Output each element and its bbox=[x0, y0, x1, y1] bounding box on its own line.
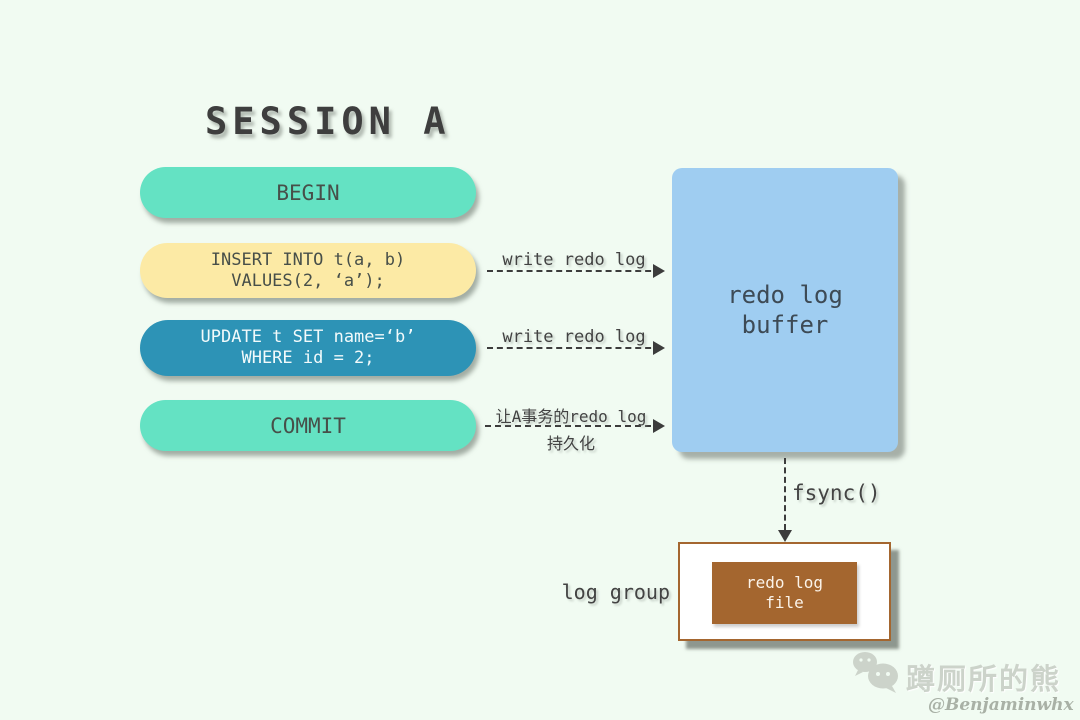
fsync-arrow-label: fsync() bbox=[792, 481, 881, 505]
redo-file-label-line2: file bbox=[765, 593, 804, 612]
commit-pill-label: COMMIT bbox=[270, 413, 346, 438]
update-arrow-label: write redo log bbox=[502, 327, 646, 347]
buffer-label-line2: buffer bbox=[741, 311, 829, 339]
commit-arrow-label-top: 让A事务的redo log bbox=[495, 407, 647, 426]
update-pill-line2: WHERE id = 2; bbox=[241, 348, 375, 368]
begin-pill: BEGIN bbox=[140, 167, 476, 218]
insert-pill: INSERT INTO t(a, b) VALUES(2, ‘a’); bbox=[140, 243, 476, 298]
arrowhead-right-icon bbox=[653, 419, 665, 433]
watermark-name: 蹲厕所的熊 bbox=[906, 662, 1062, 696]
insert-pill-line2: VALUES(2, ‘a’); bbox=[231, 270, 385, 291]
redo-file-label-line1: redo log bbox=[745, 573, 824, 592]
wechat-icon bbox=[853, 652, 898, 693]
commit-pill: COMMIT bbox=[140, 400, 476, 451]
redo-log-file-box: redo log file bbox=[712, 562, 857, 624]
arrowhead-right-icon bbox=[653, 264, 665, 278]
update-pill: UPDATE t SET name=‘b’ WHERE id = 2; bbox=[140, 320, 476, 376]
watermark-handle: @Benjaminwhx bbox=[928, 695, 1074, 715]
session-title: SESSION A bbox=[205, 100, 451, 143]
insert-pill-line1: INSERT INTO t(a, b) bbox=[210, 249, 406, 270]
commit-arrow-label-bottom: 持久化 bbox=[546, 434, 595, 453]
commit-to-buffer-arrow bbox=[485, 419, 665, 433]
buffer-to-loggroup-arrow bbox=[778, 458, 792, 542]
log-group-label: log group bbox=[561, 580, 670, 604]
insert-arrow-label: write redo log bbox=[502, 250, 646, 270]
begin-pill-label: BEGIN bbox=[276, 180, 340, 205]
insert-to-buffer-arrow bbox=[487, 264, 665, 278]
arrowhead-right-icon bbox=[653, 341, 665, 355]
redo-log-buffer-box: redo log buffer bbox=[672, 168, 898, 452]
update-to-buffer-arrow bbox=[487, 341, 665, 355]
buffer-label-line1: redo log bbox=[727, 281, 843, 309]
update-pill-line1: UPDATE t SET name=‘b’ bbox=[200, 327, 416, 347]
arrowhead-down-icon bbox=[778, 530, 792, 542]
